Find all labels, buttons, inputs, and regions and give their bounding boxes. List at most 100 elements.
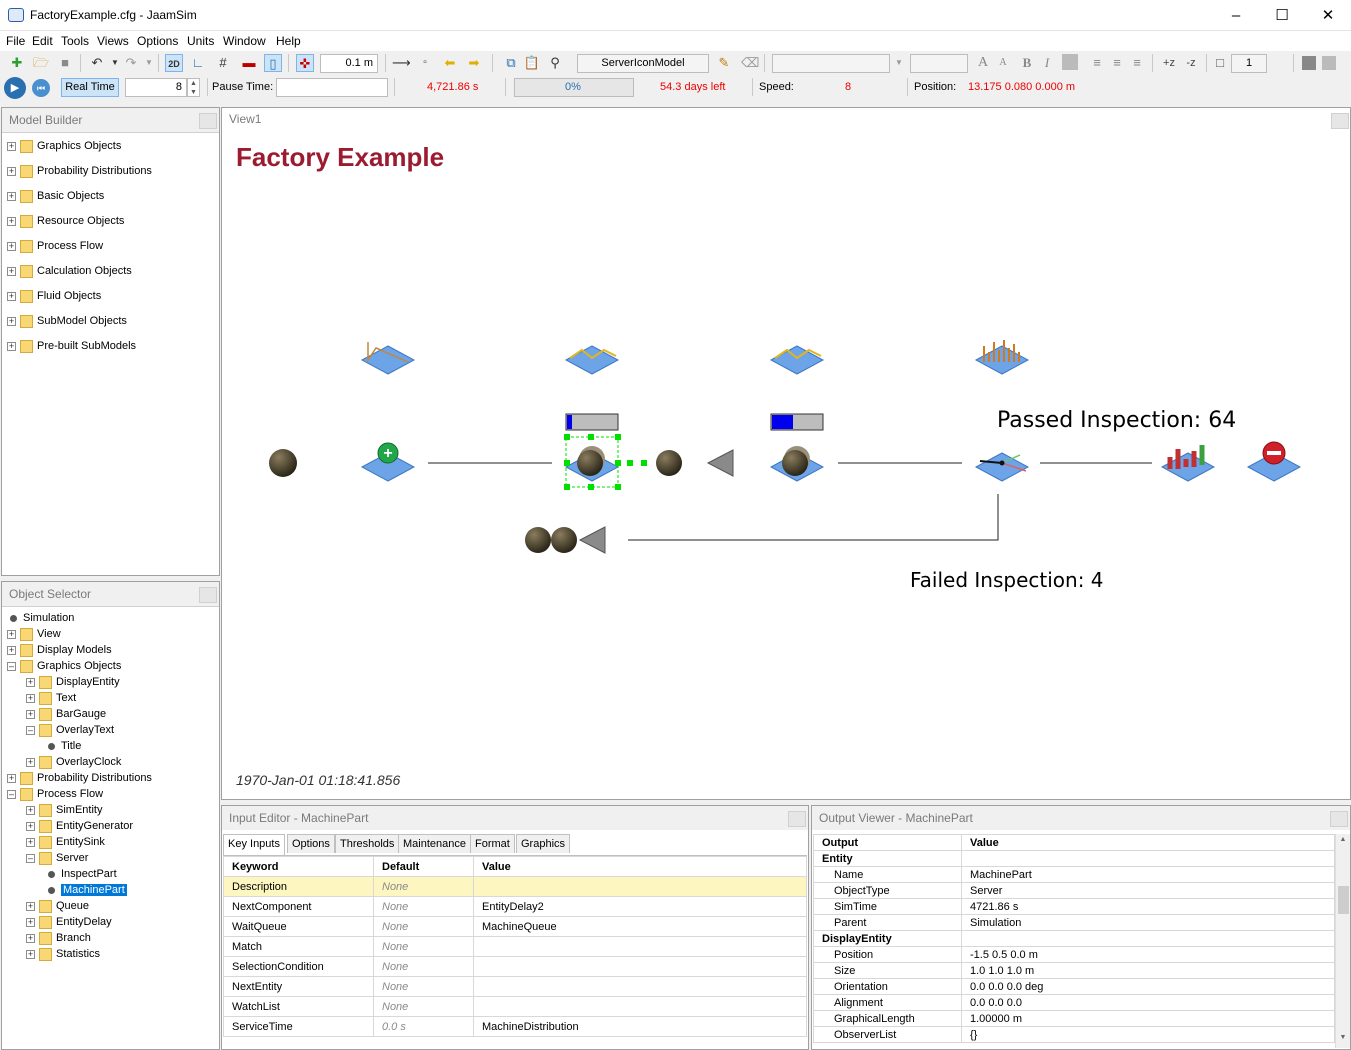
eraser-icon[interactable]: ⌫ [741,55,760,70]
chevron-down-icon[interactable]: ▼ [145,58,153,67]
copy-icon[interactable]: ⧉ [506,55,516,70]
statistics-object[interactable] [1160,445,1216,482]
pause-time-input[interactable] [276,78,388,97]
object-tree-item[interactable]: +Display Models [7,643,112,657]
object-tree-item[interactable]: Title [45,738,81,754]
input-cell-value[interactable] [473,956,807,977]
reset-icon[interactable]: ⏮ [32,79,50,97]
entity-generator[interactable]: + [360,442,416,482]
input-cell-value[interactable] [473,976,807,997]
z-down-button[interactable]: -z [1186,57,1196,69]
minimize-button[interactable]: – [1231,7,1241,24]
sim-entity[interactable] [656,450,682,476]
tab-thresholds[interactable]: Thresholds [335,834,400,853]
object-tree-item[interactable]: –Graphics Objects [7,659,122,673]
sim-entity[interactable] [525,527,551,553]
object-tree-item[interactable]: InspectPart [45,866,117,882]
close-icon[interactable] [1330,811,1348,827]
inspect-queue[interactable] [706,449,734,477]
object-tree-item[interactable]: +Probability Distributions [7,771,152,785]
object-tree-item[interactable]: +Statistics [26,947,101,961]
real-time-factor-input[interactable]: 8 [125,78,187,97]
selection-handles[interactable] [564,434,647,490]
palette-graphics-objects[interactable]: +Graphics Objects [7,139,122,153]
grid-icon[interactable]: # [219,55,227,70]
input-cell-value[interactable] [473,876,807,897]
tab-options[interactable]: Options [287,834,335,853]
bold-icon[interactable]: B [1022,55,1032,70]
object-tree-item[interactable]: +BarGauge [26,707,107,721]
connect-icon[interactable]: ▫ [423,57,427,68]
object-tree-item[interactable]: –OverlayText [26,723,115,737]
tab-maintenance[interactable]: Maintenance [398,834,471,853]
input-cell-value[interactable] [473,936,807,957]
palette-probability-distributions[interactable]: +Probability Distributions [7,164,152,178]
tab-graphics[interactable]: Graphics [516,834,571,853]
machine-server[interactable] [564,446,620,482]
object-tree-item[interactable]: +OverlayClock [26,755,122,769]
maximize-button[interactable]: ☐ [1275,7,1289,24]
align-right-icon[interactable]: ≡ [1133,55,1141,70]
object-tree-item[interactable]: +Queue [26,899,90,913]
line-color-icon[interactable] [1322,56,1336,70]
real-time-spinner[interactable]: ▲▼ [187,78,200,97]
pencil-icon[interactable]: ✎ [718,55,730,70]
scrollbar-thumb[interactable] [1338,886,1349,914]
real-time-toggle[interactable]: Real Time [61,78,119,97]
close-icon[interactable] [1331,113,1349,129]
menu-views[interactable]: Views [97,34,129,48]
redo-icon[interactable]: ↷ [125,55,137,70]
inspect-bar-gauge[interactable] [770,413,824,431]
menu-file[interactable]: File [6,34,26,48]
arrival-distribution[interactable] [360,342,416,375]
font-size-input[interactable] [910,54,968,73]
input-cell-value[interactable]: MachineQueue [473,916,807,937]
palette-submodel-objects[interactable]: +SubModel Objects [7,314,127,328]
previous-arrow-icon[interactable]: ⬅ [444,55,456,70]
next-arrow-icon[interactable]: ➡ [468,55,480,70]
snap-spacing-input[interactable]: 0.1 m [320,54,378,73]
machine-bar-gauge[interactable] [565,413,619,431]
z-up-button[interactable]: +z [1163,57,1175,69]
axes-icon[interactable]: ∟ [191,55,205,70]
undo-icon[interactable]: ↶ [91,55,103,70]
model-canvas[interactable]: + [222,108,1350,799]
open-folder-icon[interactable]: 🗁 [32,55,50,70]
menu-edit[interactable]: Edit [32,34,53,48]
object-tree-item[interactable]: Simulation [7,610,74,626]
line-width-input[interactable]: 1 [1231,54,1267,73]
object-tree-item[interactable]: –Server [26,851,89,865]
palette-resource-objects[interactable]: +Resource Objects [7,214,125,228]
close-icon[interactable] [788,811,806,827]
align-left-icon[interactable]: ≡ [1093,55,1101,70]
tab-format[interactable]: Format [470,834,515,853]
object-tree-item[interactable]: +EntityDelay [26,915,112,929]
view-2d-button[interactable]: 2D [165,54,183,72]
object-tree-item[interactable]: +EntitySink [26,835,105,849]
inspect-server[interactable] [769,446,825,482]
chevron-down-icon[interactable]: ▼ [111,58,119,67]
font-shrink-icon[interactable]: A [999,57,1007,68]
menu-window[interactable]: Window [223,34,266,48]
object-tree-item[interactable]: MachinePart [45,882,127,898]
inspection-branch[interactable] [974,452,1030,482]
play-icon[interactable]: ▶ [4,77,26,99]
paste-icon[interactable]: 📋 [523,55,541,70]
sim-entity[interactable] [551,527,577,553]
palette-fluid-objects[interactable]: +Fluid Objects [7,289,102,303]
fill-color-icon[interactable] [1302,56,1316,70]
save-icon[interactable]: ■ [61,55,69,70]
machine-distribution[interactable] [564,345,620,375]
inspect-distribution[interactable] [769,345,825,375]
input-cell-value[interactable]: MachineDistribution [473,1016,807,1037]
scroll-up-icon[interactable]: ▲ [1339,836,1347,843]
arrow-right-icon[interactable]: ⟶ [392,55,411,70]
sim-entity-prototype[interactable] [269,449,297,477]
menu-help[interactable]: Help [276,34,301,48]
object-tree-item[interactable]: –Process Flow [7,787,104,801]
